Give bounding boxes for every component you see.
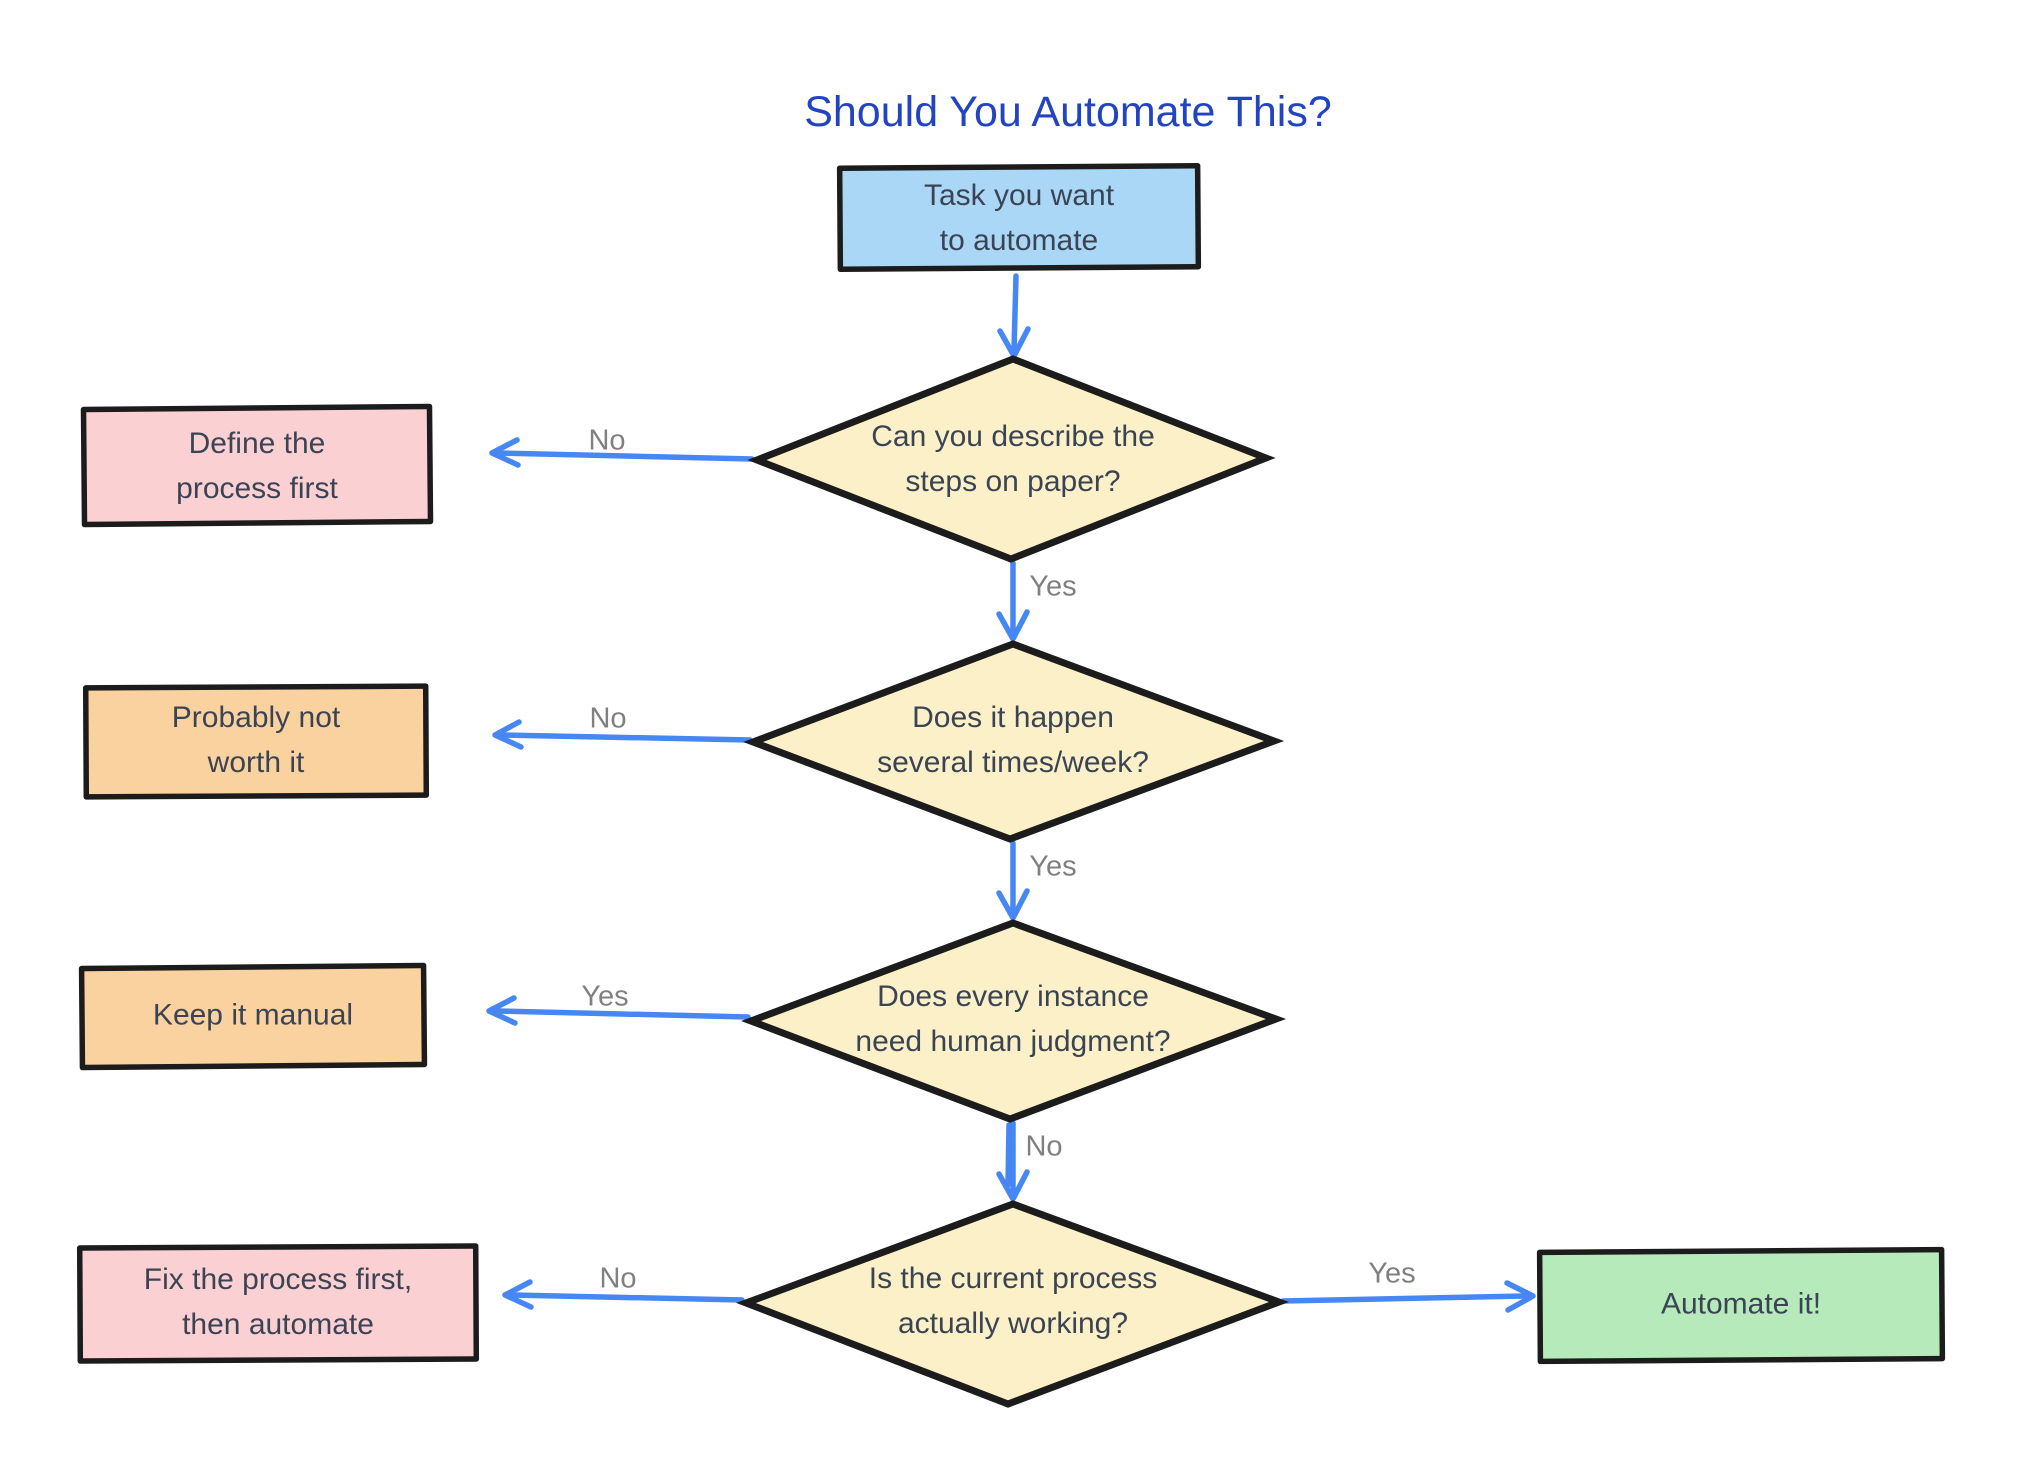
edge-line <box>493 1008 751 1020</box>
node-result-keep-manual <box>78 962 428 1071</box>
arrowhead-left-icon <box>489 437 521 468</box>
page-title: Should You Automate This? <box>804 88 1332 136</box>
arrowhead-left-icon <box>492 719 524 750</box>
node-decision-human-judgment <box>741 919 1287 1123</box>
arrowhead-left-icon <box>486 995 518 1026</box>
edge-d4-yes <box>1280 1280 1536 1313</box>
edge-line <box>499 732 753 743</box>
node-result-fix-process <box>76 1243 480 1364</box>
node-decision-describe-steps <box>747 355 1276 563</box>
edge-d3-no <box>996 1120 1030 1202</box>
arrowhead-down-icon <box>996 1169 1030 1202</box>
edge-line <box>1280 1293 1529 1304</box>
node-start-task <box>836 163 1202 272</box>
edge-d2-yes <box>996 840 1030 921</box>
node-decision-frequency <box>743 640 1285 843</box>
node-result-automate-it <box>1536 1246 1946 1365</box>
arrowhead-down-icon <box>996 609 1030 642</box>
node-result-not-worth-it <box>82 683 430 800</box>
edge-line <box>1011 273 1019 353</box>
edge-start-to-d1 <box>997 273 1031 359</box>
edge-d3-yes <box>486 995 751 1026</box>
edge-line-double <box>1005 1122 1012 1188</box>
edge-line <box>495 450 755 462</box>
arrowhead-left-icon <box>502 1279 534 1310</box>
arrowhead-down-icon <box>996 888 1030 921</box>
node-result-define-process <box>80 403 434 528</box>
edge-d1-yes <box>996 560 1030 642</box>
edge-d2-no <box>492 719 753 750</box>
edge-d1-no <box>489 437 755 468</box>
arrowhead-right-icon <box>1504 1280 1536 1313</box>
edge-d4-no <box>502 1279 745 1310</box>
edge-line <box>509 1292 745 1303</box>
node-decision-process-working <box>736 1200 1290 1408</box>
